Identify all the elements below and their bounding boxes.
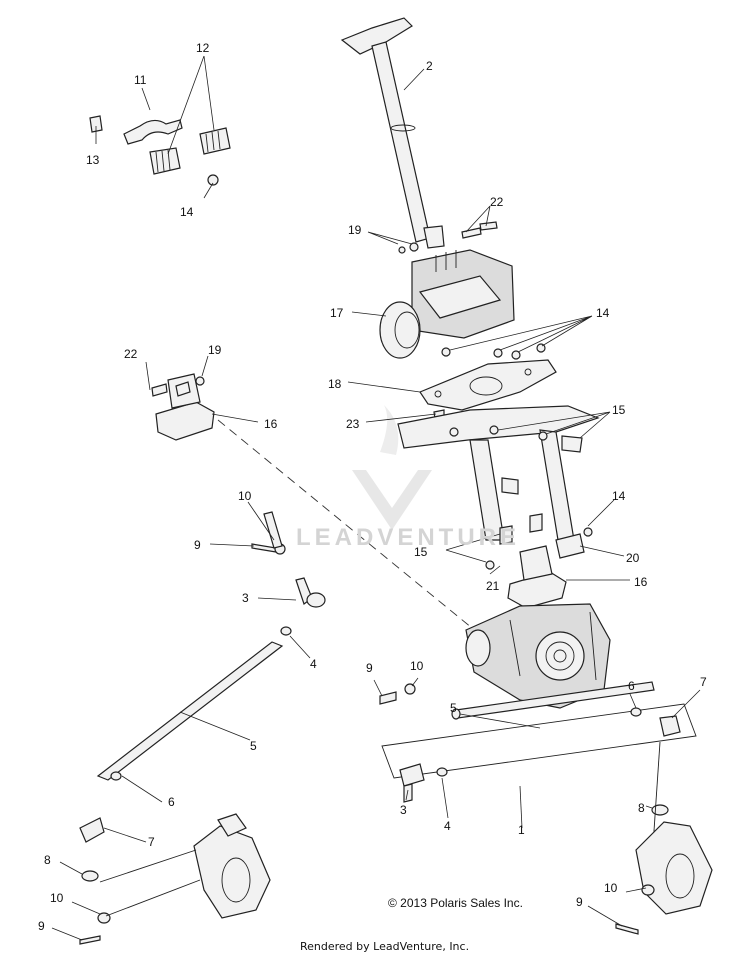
callout-10: 10 — [50, 891, 64, 905]
callout-labels: 2 12 11 13 14 22 19 17 14 18 22 19 16 15… — [38, 41, 707, 933]
callout-16: 16 — [634, 575, 648, 589]
copyright-text: © 2013 Polaris Sales Inc. — [388, 896, 523, 910]
fasteners-top — [398, 221, 498, 254]
watermark-logo — [352, 405, 432, 530]
callout-10: 10 — [604, 881, 618, 895]
leader-lines — [51, 55, 701, 941]
watermark-text: LEADVENTURE — [296, 524, 521, 551]
front-gearbox — [465, 603, 611, 709]
right-tie-rod-group — [379, 681, 697, 891]
callout-4: 4 — [310, 657, 317, 671]
callout-22: 22 — [124, 347, 138, 361]
callout-5: 5 — [450, 701, 457, 715]
left-knuckle — [99, 813, 271, 919]
callout-13: 13 — [86, 153, 100, 167]
callout-9: 9 — [576, 895, 583, 909]
callout-19: 19 — [348, 223, 362, 237]
callout-19: 19 — [208, 343, 222, 357]
callout-4: 4 — [444, 819, 451, 833]
callout-14: 14 — [180, 205, 194, 219]
alignment-line — [217, 419, 473, 629]
rendered-by-text: Rendered by LeadVenture, Inc. — [300, 940, 470, 953]
frame-bracket — [397, 405, 600, 541]
callout-10: 10 — [410, 659, 424, 673]
callout-14: 14 — [596, 306, 610, 320]
callout-1: 1 — [518, 823, 525, 837]
callout-15: 15 — [612, 403, 626, 417]
callout-7: 7 — [148, 835, 155, 849]
callout-10: 10 — [238, 489, 252, 503]
callout-20: 20 — [626, 551, 640, 565]
callout-23: 23 — [346, 417, 360, 431]
callout-17: 17 — [330, 306, 344, 320]
bracket-16-right — [507, 545, 567, 609]
callout-16: 16 — [264, 417, 278, 431]
callout-22: 22 — [490, 195, 504, 209]
hardware-mid — [485, 513, 593, 570]
callout-7: 7 — [700, 675, 707, 689]
callout-8: 8 — [638, 801, 645, 815]
callout-5: 5 — [250, 739, 257, 753]
callout-9: 9 — [366, 661, 373, 675]
callout-14: 14 — [612, 489, 626, 503]
callout-15: 15 — [414, 545, 428, 559]
steering-shaft — [340, 17, 445, 249]
callout-11: 11 — [134, 73, 147, 87]
callout-9: 9 — [194, 538, 201, 552]
callout-6: 6 — [168, 795, 175, 809]
clamp-assembly — [89, 115, 231, 186]
callout-3: 3 — [400, 803, 407, 817]
bracket-16-left — [151, 373, 215, 441]
callout-2: 2 — [426, 59, 433, 73]
callout-8: 8 — [44, 853, 51, 867]
callout-3: 3 — [242, 591, 249, 605]
callout-18: 18 — [328, 377, 342, 391]
right-knuckle — [615, 821, 713, 935]
callout-6: 6 — [628, 679, 635, 693]
callout-21: 21 — [486, 579, 500, 593]
eps-unit — [379, 249, 546, 360]
callout-12: 12 — [196, 41, 210, 55]
left-tie-rod — [79, 511, 326, 945]
callout-9: 9 — [38, 919, 45, 933]
gasket-plate — [419, 359, 557, 411]
